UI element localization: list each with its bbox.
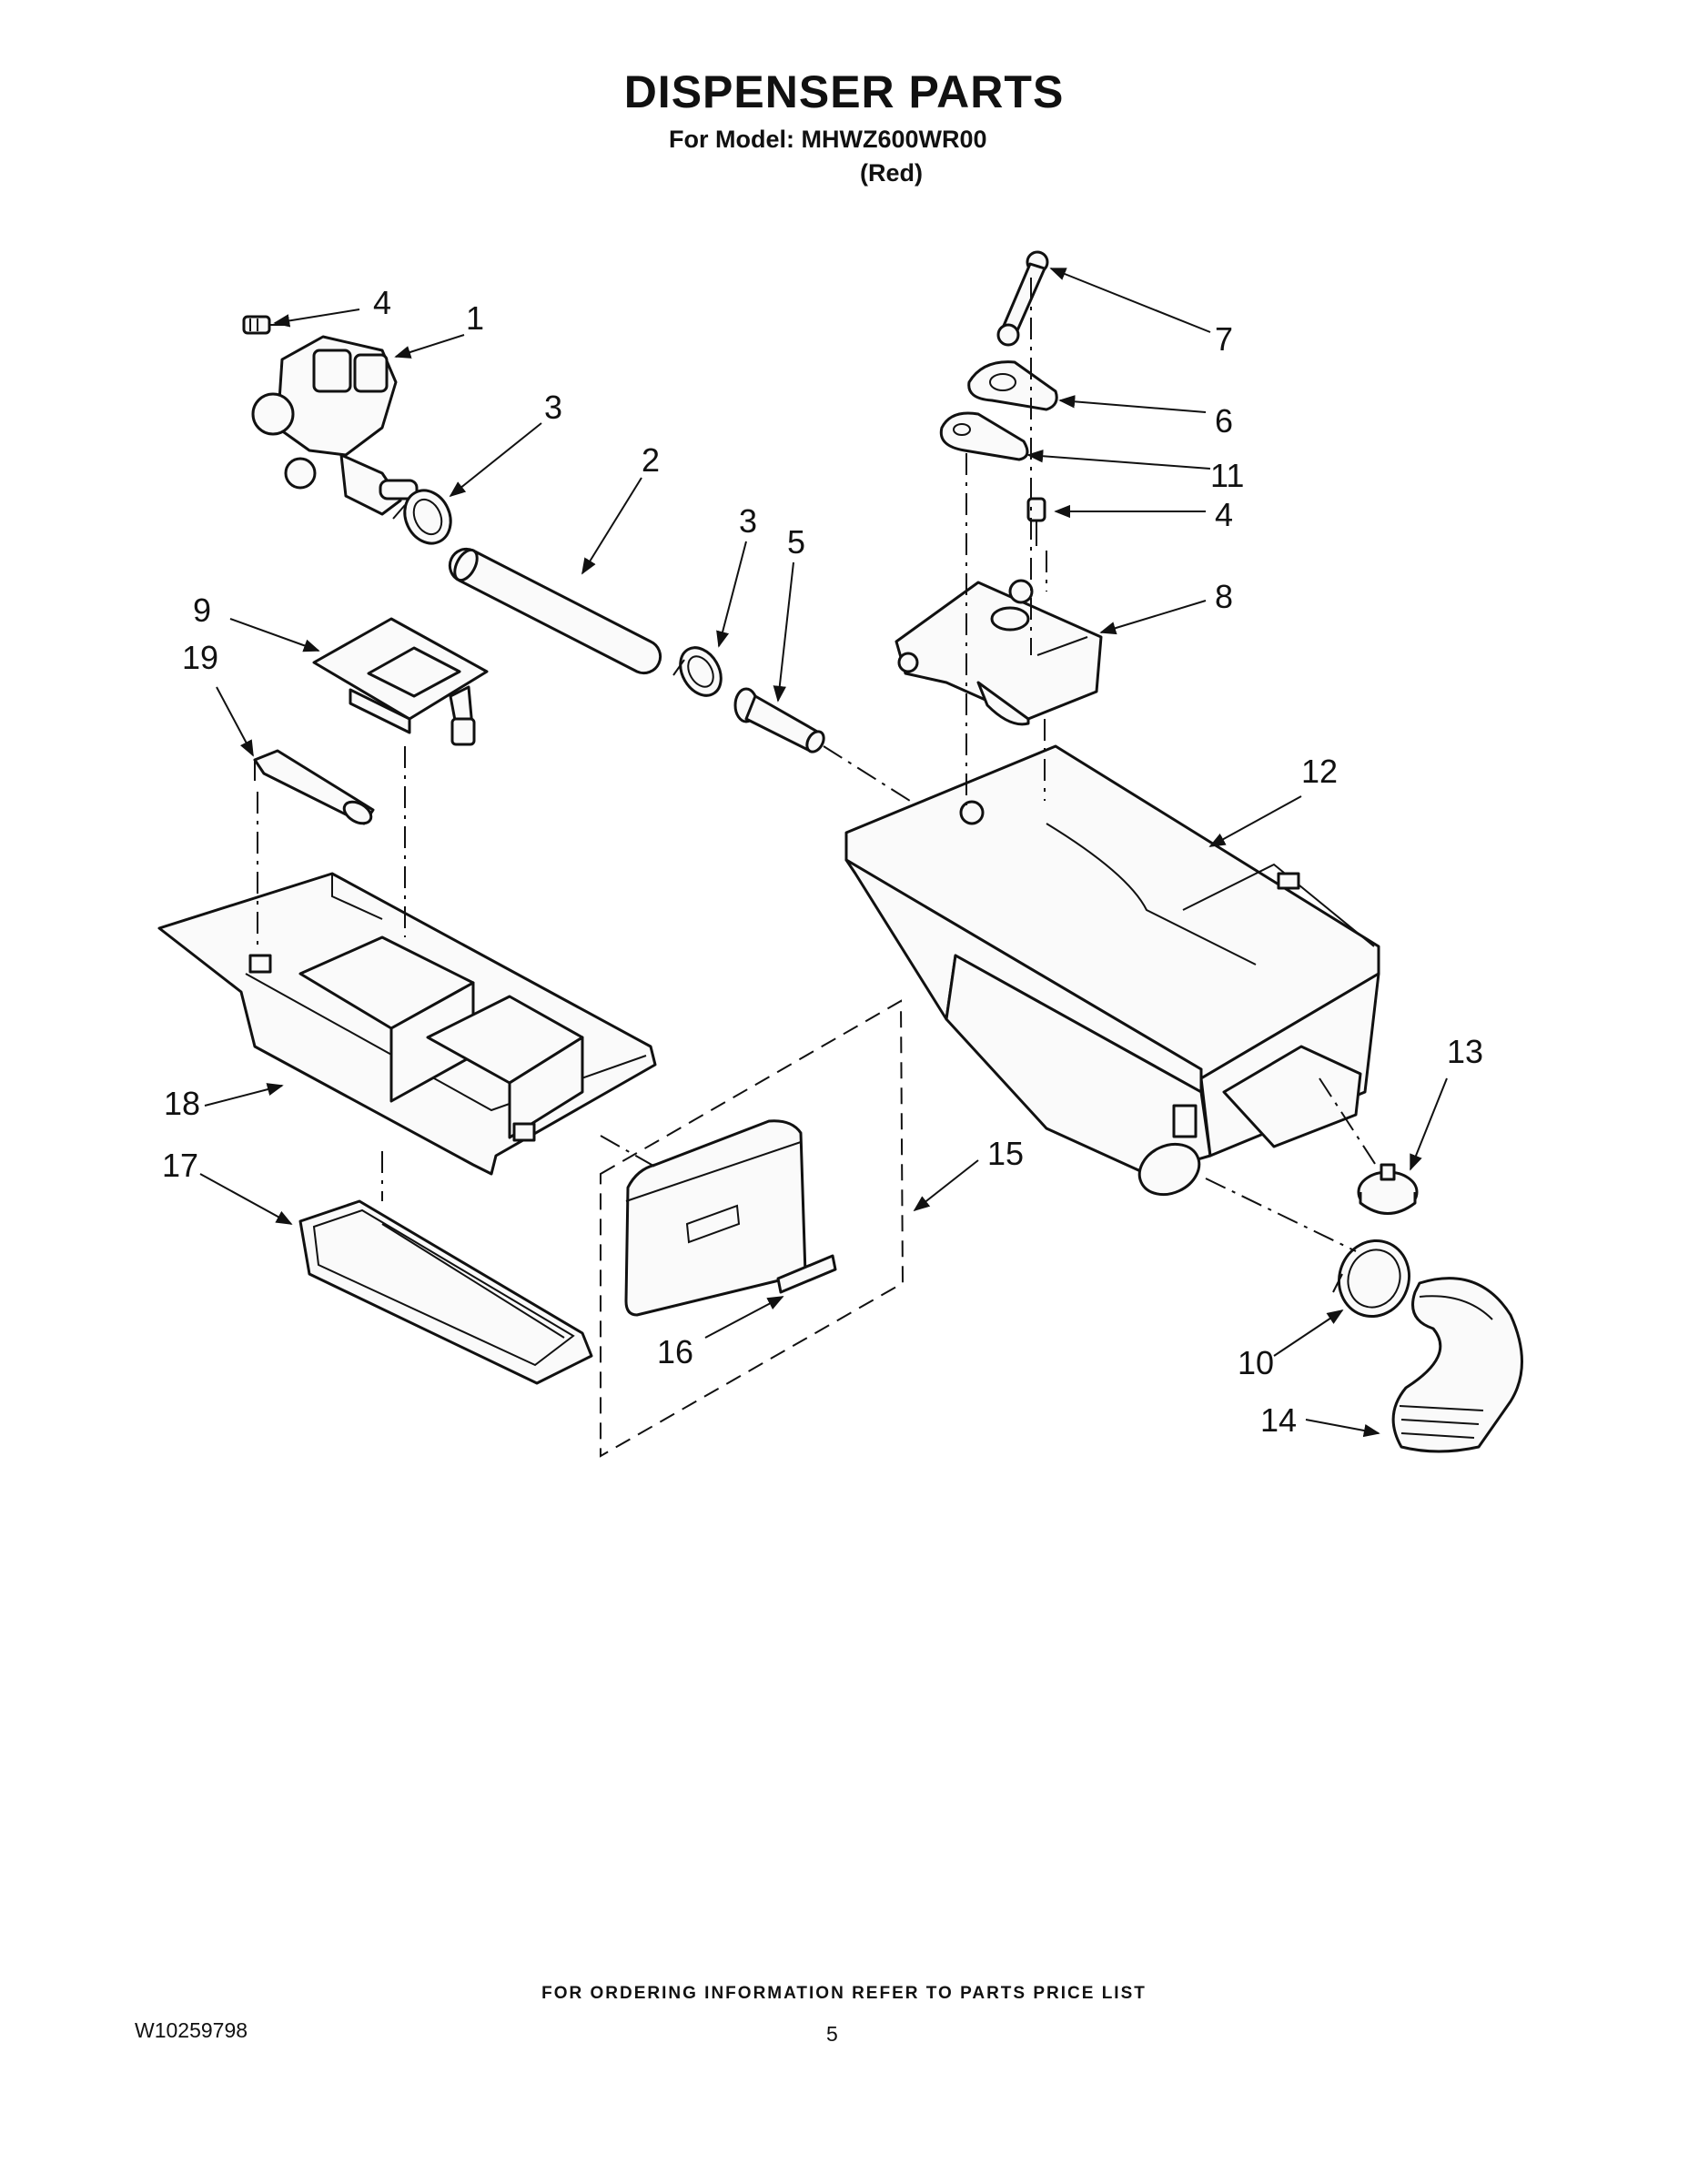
callout-19: 19 <box>182 639 218 676</box>
callout-5: 5 <box>787 523 805 561</box>
callout-4-right: 4 <box>1215 496 1233 533</box>
siphon-cap-part-19 <box>253 749 375 825</box>
clamp-part-10 <box>1332 1239 1410 1319</box>
bellows-hose-part-14 <box>1391 1277 1523 1453</box>
dispenser-drawer-part-18 <box>157 872 657 1176</box>
pressure-switch-part-13 <box>1357 1163 1419 1215</box>
lever-part-7 <box>996 250 1049 347</box>
callout-16: 16 <box>657 1333 693 1370</box>
cam-part-6 <box>967 360 1058 411</box>
callout-4-left: 4 <box>373 284 391 321</box>
tray-part-17 <box>298 1199 593 1385</box>
model-subtitle: For Model: MHWZ600WR00 <box>669 126 987 153</box>
callout-arrows <box>199 268 1448 1438</box>
water-valve-part-1 <box>251 335 419 516</box>
callout-18: 18 <box>164 1085 200 1122</box>
clamp-part-3-lower <box>672 646 723 697</box>
callout-15: 15 <box>987 1135 1024 1172</box>
callout-14: 14 <box>1260 1401 1297 1439</box>
callout-17: 17 <box>162 1147 198 1184</box>
callout-3-lower: 3 <box>739 502 757 540</box>
callout-13: 13 <box>1447 1033 1483 1070</box>
ordering-note: FOR ORDERING INFORMATION REFER TO PARTS … <box>541 1984 1147 2003</box>
callout-12: 12 <box>1301 753 1338 790</box>
bracket-part-9 <box>312 617 489 746</box>
callout-7: 7 <box>1215 320 1233 358</box>
page-number: 5 <box>826 2022 838 2046</box>
hose-part-2 <box>448 547 662 675</box>
callout-6: 6 <box>1215 402 1233 440</box>
callout-9: 9 <box>193 592 211 629</box>
callout-1: 1 <box>466 299 484 337</box>
page-title: DISPENSER PARTS <box>623 66 1065 117</box>
nozzle-part-5 <box>733 687 825 753</box>
document-number: W10259798 <box>135 2018 248 2042</box>
gasket-part-11 <box>939 411 1029 461</box>
badge-part-16 <box>776 1254 837 1294</box>
screw-part-4-right <box>1026 497 1046 546</box>
callout-3-upper: 3 <box>544 389 562 426</box>
clamp-part-3-upper <box>392 489 452 545</box>
callout-11: 11 <box>1210 457 1244 494</box>
model-variant: (Red) <box>860 159 923 187</box>
drawer-front-part-15 <box>624 1119 807 1317</box>
actuator-part-8 <box>895 579 1103 726</box>
assembly-outline-part-15 <box>600 999 905 1458</box>
callout-8: 8 <box>1215 578 1233 615</box>
callout-2: 2 <box>642 441 660 479</box>
dispenser-housing-part-12 <box>844 744 1380 1197</box>
alignment-lines <box>257 278 1380 1252</box>
callout-10: 10 <box>1238 1344 1274 1381</box>
screw-part-4-left <box>242 315 287 335</box>
